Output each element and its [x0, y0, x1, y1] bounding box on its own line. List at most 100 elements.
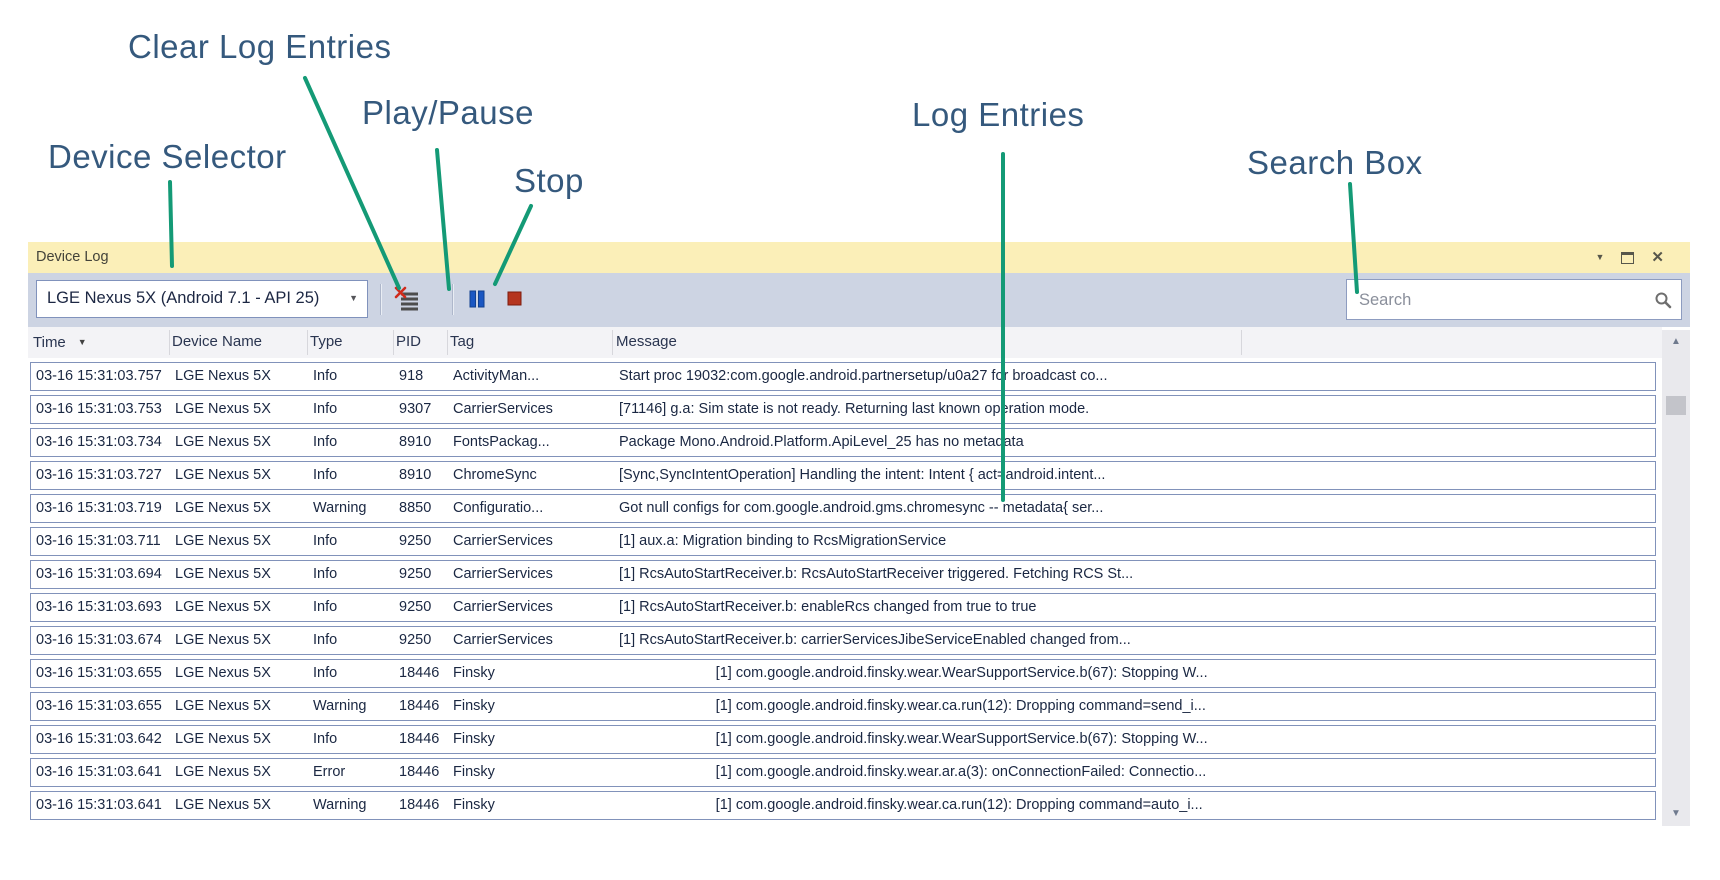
column-header-label: Time: [33, 334, 66, 351]
header-divider: [1241, 330, 1242, 355]
annotation-device-selector: Device Selector: [48, 138, 287, 175]
toolbar-separator: [380, 284, 382, 315]
cell-time: 03-16 15:31:03.727: [36, 467, 162, 483]
cell-device: LGE Nexus 5X: [175, 401, 271, 417]
cell-tag: Finsky: [453, 665, 495, 681]
search-input[interactable]: [1357, 284, 1646, 317]
cell-type: Warning: [313, 500, 367, 516]
cell-message: [1] com.google.android.finsky.wear.ca.ru…: [619, 797, 1203, 813]
cell-pid: 918: [399, 368, 424, 384]
column-header-type[interactable]: Type: [310, 327, 394, 357]
cell-message: [1] com.google.android.finsky.wear.WearS…: [619, 665, 1208, 681]
cell-device: LGE Nexus 5X: [175, 467, 271, 483]
cell-pid: 8850: [399, 500, 432, 516]
cell-time: 03-16 15:31:03.719: [36, 500, 162, 516]
cell-pid: 18446: [399, 764, 440, 780]
cell-tag: CarrierServices: [453, 566, 553, 582]
column-header-time[interactable]: Time ▼: [33, 327, 170, 358]
header-divider: [169, 330, 170, 355]
panel-title: Device Log: [36, 249, 109, 265]
column-header-label: Type: [310, 333, 343, 350]
title-bar: Device Log ▼ ✕: [28, 242, 1690, 273]
cell-time: 03-16 15:31:03.693: [36, 599, 162, 615]
cell-device: LGE Nexus 5X: [175, 500, 271, 516]
scroll-up-icon[interactable]: ▲: [1671, 336, 1681, 347]
sort-arrow-icon: ▼: [77, 337, 87, 347]
cell-device: LGE Nexus 5X: [175, 764, 271, 780]
cell-time: 03-16 15:31:03.641: [36, 797, 162, 813]
cell-device: LGE Nexus 5X: [175, 632, 271, 648]
window-float-icon[interactable]: [1621, 251, 1635, 264]
cell-tag: Finsky: [453, 731, 495, 747]
play-pause-button[interactable]: [460, 286, 494, 316]
column-header-label: PID: [396, 333, 422, 350]
cell-time: 03-16 15:31:03.711: [36, 533, 161, 549]
cell-pid: 9307: [399, 401, 432, 417]
column-header-label: Tag: [450, 333, 475, 350]
search-box: [1346, 279, 1682, 320]
cell-device: LGE Nexus 5X: [175, 434, 271, 450]
cell-pid: 9250: [399, 599, 432, 615]
column-header-label: Device Name: [172, 333, 263, 350]
cell-device: LGE Nexus 5X: [175, 599, 271, 615]
scroll-down-icon[interactable]: ▼: [1671, 808, 1681, 819]
log-entry-row[interactable]: 03-16 15:31:03.727 LGE Nexus 5X Info 8910 Ch…: [30, 461, 1656, 490]
vertical-scrollbar[interactable]: ▲ ▼: [1662, 330, 1690, 826]
cell-tag: Finsky: [453, 764, 495, 780]
cell-message: Start proc 19032:com.google.android.part…: [619, 368, 1108, 384]
log-entry-row[interactable]: 03-16 15:31:03.719 LGE Nexus 5X Warning 885…: [30, 494, 1656, 523]
cell-time: 03-16 15:31:03.674: [36, 632, 162, 648]
cell-message: [1] RcsAutoStartReceiver.b: carrierServi…: [619, 632, 1131, 648]
cell-tag: ChromeSync: [453, 467, 537, 483]
cell-time: 03-16 15:31:03.757: [36, 368, 162, 384]
device-selector-dropdown[interactable]: LGE Nexus 5X (Android 7.1 - API 25) ▼: [36, 280, 368, 318]
cell-type: Warning: [313, 698, 367, 714]
cell-message: [Sync,SyncIntentOperation] Handling the …: [619, 467, 1106, 483]
scrollbar-thumb[interactable]: [1666, 396, 1686, 415]
column-header-device-name[interactable]: Device Name: [172, 327, 308, 357]
cell-type: Info: [313, 731, 338, 747]
cell-tag: FontsPackag...: [453, 434, 550, 450]
cell-pid: 8910: [399, 467, 432, 483]
cell-time: 03-16 15:31:03.694: [36, 566, 162, 582]
cell-device: LGE Nexus 5X: [175, 533, 271, 549]
cell-device: LGE Nexus 5X: [175, 731, 271, 747]
clear-log-entries-button[interactable]: [390, 286, 424, 316]
cell-tag: CarrierServices: [453, 533, 553, 549]
annotation-log-entries: Log Entries: [912, 96, 1085, 133]
cell-tag: Finsky: [453, 797, 495, 813]
window-controls: ▼ ✕: [1596, 242, 1665, 273]
cell-tag: Finsky: [453, 698, 495, 714]
search-icon: [1653, 290, 1673, 315]
cell-type: Info: [313, 632, 338, 648]
column-header-pid[interactable]: PID: [396, 327, 448, 357]
column-header-message[interactable]: Message: [616, 327, 1656, 357]
annotation-search-box: Search Box: [1247, 144, 1423, 181]
cell-time: 03-16 15:31:03.641: [36, 764, 162, 780]
cell-tag: CarrierServices: [453, 401, 553, 417]
cell-type: Info: [313, 533, 338, 549]
column-header-tag[interactable]: Tag: [450, 327, 614, 357]
window-menu-icon[interactable]: ▼: [1595, 252, 1605, 262]
toolbar: LGE Nexus 5X (Android 7.1 - API 25) ▼: [28, 273, 1690, 327]
stop-button[interactable]: [498, 286, 532, 316]
cell-type: Info: [313, 434, 338, 450]
cell-message: [1] aux.a: Migration binding to RcsMigra…: [619, 533, 947, 549]
cell-type: Info: [313, 467, 338, 483]
log-header: Time ▼ Device Name Type PID Tag Message: [28, 327, 1662, 359]
header-divider: [447, 330, 448, 355]
cell-type: Warning: [313, 797, 367, 813]
close-icon[interactable]: ✕: [1651, 249, 1664, 266]
